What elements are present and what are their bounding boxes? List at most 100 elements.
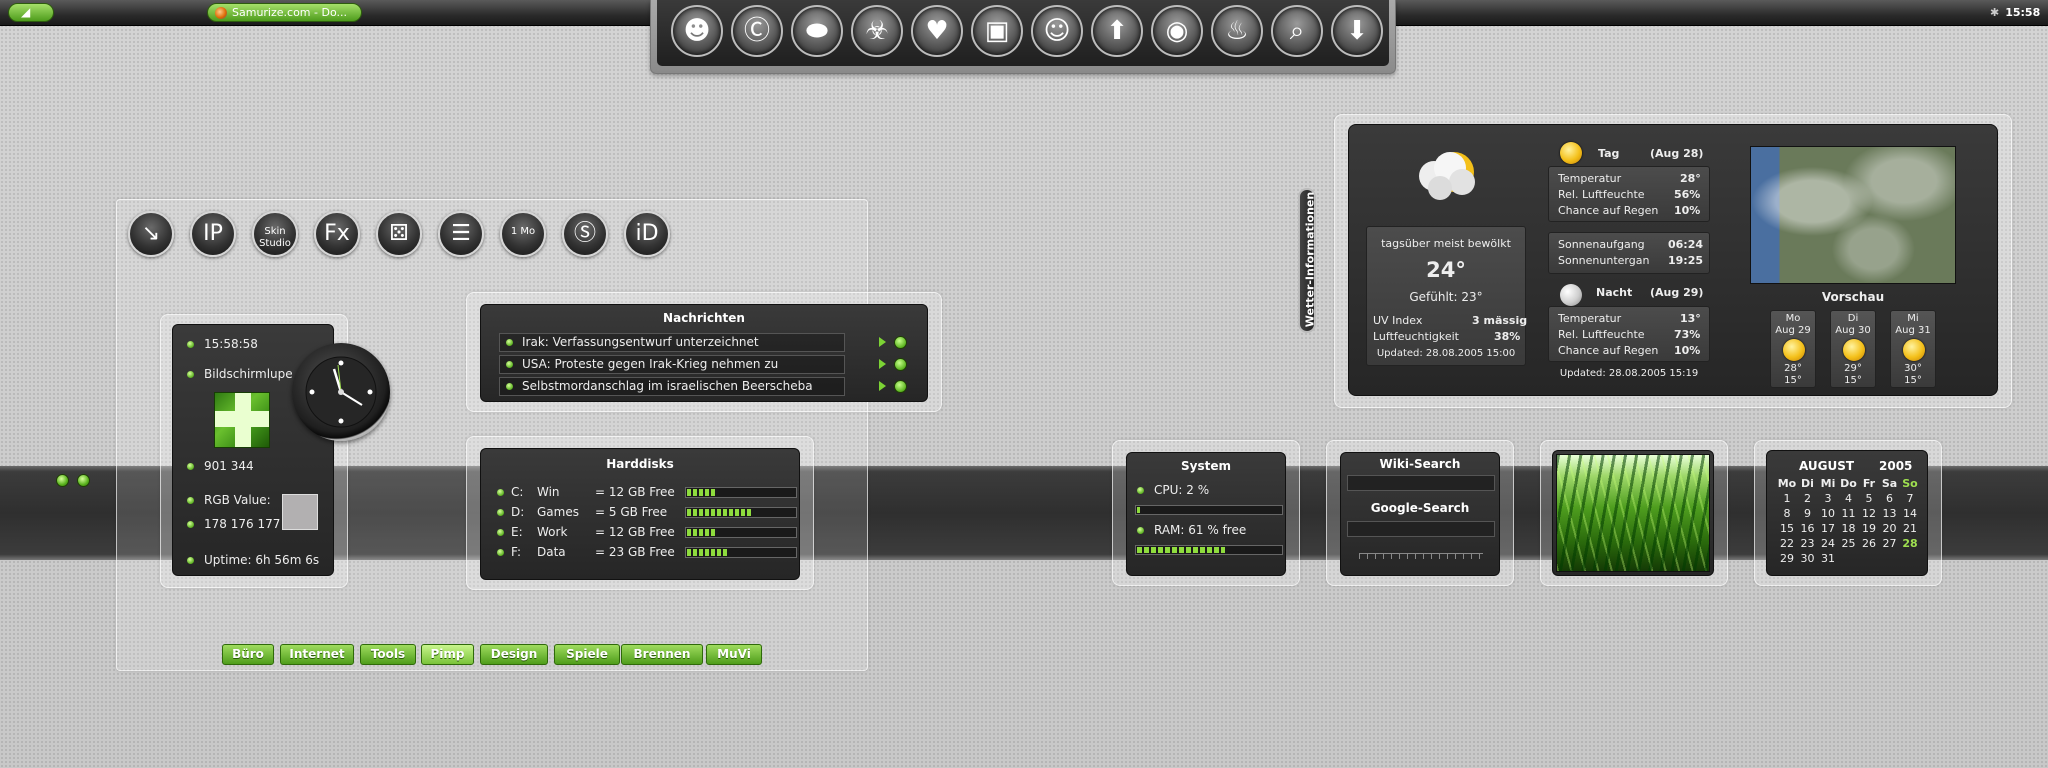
calendar-day[interactable]: 31 <box>1821 552 1835 565</box>
day-title: Tag <box>1598 147 1620 160</box>
copyleft-icon[interactable]: Ⓒ <box>731 5 783 57</box>
sunrise-value: 06:24 <box>1668 238 1704 251</box>
news-item[interactable]: Selbstmordanschlag im israelischen Beers… <box>499 377 845 396</box>
calendar-day[interactable]: 25 <box>1841 537 1856 550</box>
calendar-day[interactable]: 16 <box>1800 522 1815 535</box>
calendar-day[interactable]: 20 <box>1882 522 1897 535</box>
alien-icon[interactable]: ☻ <box>671 5 723 57</box>
calendar-icon[interactable]: 1 Mo <box>500 211 546 257</box>
cd-icon[interactable]: ◉ <box>1151 5 1203 57</box>
google-search-input[interactable] <box>1347 521 1495 537</box>
biohazard-icon[interactable]: ☣ <box>851 5 903 57</box>
calendar-day[interactable]: 27 <box>1882 537 1897 550</box>
calendar-day[interactable]: 21 <box>1903 522 1917 535</box>
calendar-day[interactable]: 23 <box>1800 537 1815 550</box>
day-hum-label: Rel. Luftfeuchte <box>1558 188 1645 201</box>
ip-icon[interactable]: IP <box>190 211 236 257</box>
calendar-day[interactable]: 1 <box>1783 492 1791 505</box>
smiley-icon[interactable]: ☺ <box>1031 5 1083 57</box>
calendar-day[interactable]: 19 <box>1862 522 1876 535</box>
calendar-year: 2005 <box>1879 459 1913 473</box>
calendar-day[interactable]: 22 <box>1780 537 1794 550</box>
calendar-day[interactable]: 9 <box>1804 507 1811 520</box>
calendar-day[interactable]: 18 <box>1841 522 1856 535</box>
tab-muvi[interactable]: MuVi <box>706 644 762 665</box>
band-dot-right[interactable] <box>77 474 90 487</box>
moon-icon <box>1560 284 1582 306</box>
calendar-day[interactable]: 26 <box>1862 537 1876 550</box>
news-play-icon[interactable] <box>879 381 886 391</box>
day-box <box>1548 166 1710 222</box>
night-date: (Aug 29) <box>1650 286 1704 299</box>
tab-tools[interactable]: Tools <box>360 644 416 665</box>
weather-feels: Gefühlt: 23° <box>1409 290 1483 304</box>
news-item[interactable]: Irak: Verfassungsentwurf unterzeichnet <box>499 333 845 352</box>
news-go-icon[interactable] <box>894 380 907 393</box>
id-card-icon[interactable]: ▣ <box>971 5 1023 57</box>
calendar-day[interactable]: 15 <box>1780 522 1794 535</box>
tab-spiele[interactable]: Spiele <box>554 644 620 665</box>
calendar-weekday: Sa <box>1881 477 1898 490</box>
wiki-search-input[interactable] <box>1347 475 1495 491</box>
calendar-day[interactable]: 13 <box>1882 507 1897 520</box>
uv-value: 3 mässig <box>1472 314 1528 327</box>
band-dot-left[interactable] <box>56 474 69 487</box>
calendar-day[interactable]: 12 <box>1862 507 1876 520</box>
search-slider[interactable] <box>1359 553 1483 559</box>
calendar-day[interactable]: 2 <box>1804 492 1811 505</box>
shortcut-arrow-icon[interactable]: ↘ <box>128 211 174 257</box>
calendar-day[interactable]: 28 <box>1902 537 1918 550</box>
calendar-day[interactable]: 11 <box>1841 507 1856 520</box>
equalizer-icon[interactable]: ☰ <box>438 211 484 257</box>
calendar-day[interactable]: 17 <box>1821 522 1835 535</box>
skin-studio-icon[interactable]: Skin Studio <box>252 211 298 257</box>
calendar-day[interactable]: 3 <box>1824 492 1832 505</box>
news-play-icon[interactable] <box>879 359 886 369</box>
fx-icon[interactable]: Fx <box>314 211 360 257</box>
weather-updated-2: Updated: 28.08.2005 15:19 <box>1559 368 1699 379</box>
dice-icon[interactable]: ⚄ <box>376 211 422 257</box>
id-icon[interactable]: iD <box>624 211 670 257</box>
news-item[interactable]: USA: Proteste gegen Irak-Krieg nehmen zu <box>499 355 845 374</box>
calendar-day[interactable]: 6 <box>1886 492 1893 505</box>
calendar-day[interactable]: 30 <box>1800 552 1815 565</box>
calendar-day[interactable]: 14 <box>1903 507 1917 520</box>
news-play-icon[interactable] <box>879 337 886 347</box>
weather-tab[interactable]: Wetter-Informationen <box>1298 188 1317 333</box>
search-icon[interactable]: ⌕ <box>1271 5 1323 57</box>
start-button[interactable]: ◢ <box>8 3 54 22</box>
calendar-day[interactable]: 5 <box>1865 492 1873 505</box>
tab-pimp[interactable]: Pimp <box>421 644 474 665</box>
news-go-icon[interactable] <box>894 336 907 349</box>
firefox-icon <box>215 7 227 19</box>
tray-clock[interactable]: 15:58 <box>2005 6 2041 19</box>
tab-buero[interactable]: Büro <box>222 644 274 665</box>
tab-brennen[interactable]: Brennen <box>621 644 703 665</box>
grass-photo[interactable] <box>1556 454 1710 572</box>
day-rain: 10% <box>1674 204 1701 217</box>
sun-times-box <box>1548 232 1710 274</box>
news-go-icon[interactable] <box>894 358 907 371</box>
calendar-day[interactable]: 29 <box>1780 552 1794 565</box>
taskbar-window-button[interactable]: Samurize.com - Do... <box>207 3 362 22</box>
heart-icon[interactable]: ♥ <box>911 5 963 57</box>
speaker-icon[interactable]: ✱ <box>1990 6 2000 19</box>
ram-fill <box>1137 547 1225 553</box>
night-temp-label: Temperatur <box>1558 312 1622 325</box>
coords-value: 901 344 <box>204 459 254 473</box>
tab-design[interactable]: Design <box>480 644 548 665</box>
down-arrow-icon[interactable]: ⬇ <box>1331 5 1383 57</box>
samurize-icon[interactable]: Ⓢ <box>562 211 608 257</box>
calendar-day[interactable]: 24 <box>1821 537 1835 550</box>
fire-icon[interactable]: ♨ <box>1211 5 1263 57</box>
up-arrow-icon[interactable]: ⬆ <box>1091 5 1143 57</box>
calendar-weekday: Di <box>1801 477 1814 490</box>
calendar-day[interactable]: 8 <box>1783 507 1791 520</box>
tab-internet[interactable]: Internet <box>280 644 354 665</box>
magnifier-preview[interactable] <box>214 392 270 448</box>
weather-map[interactable] <box>1750 146 1956 284</box>
calendar-day[interactable]: 7 <box>1906 492 1914 505</box>
batman-icon[interactable]: ⬬ <box>791 5 843 57</box>
calendar-day[interactable]: 4 <box>1845 492 1852 505</box>
calendar-day[interactable]: 10 <box>1821 507 1835 520</box>
